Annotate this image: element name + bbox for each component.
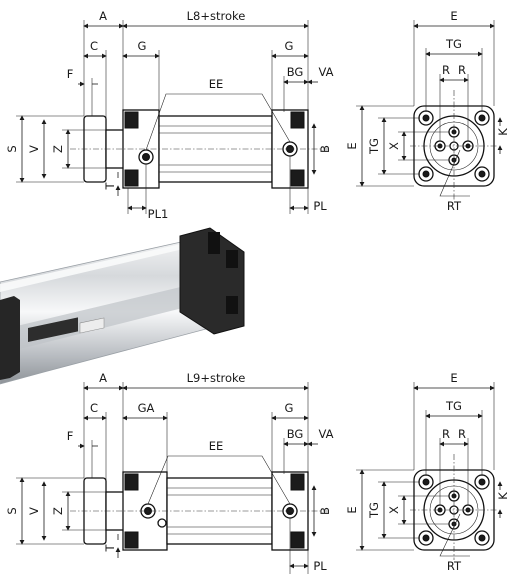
dim-f: F bbox=[67, 429, 74, 443]
dim-tg-side: TG bbox=[367, 138, 381, 155]
dim-bg: BG bbox=[287, 65, 304, 79]
dim-k: K bbox=[496, 128, 510, 136]
bottom-side-view: A L9+stroke C GA G F EE BG VA bbox=[5, 371, 334, 574]
dim-c: C bbox=[90, 39, 98, 53]
cylinder-perspective-illustration bbox=[0, 227, 245, 385]
dim-r-left: R bbox=[442, 427, 450, 441]
dim-r-left: R bbox=[442, 63, 450, 77]
dim-v: V bbox=[27, 145, 41, 153]
dim-e-top: E bbox=[450, 371, 457, 385]
tie-rod-nut bbox=[290, 169, 305, 187]
dim-e-side: E bbox=[345, 142, 359, 149]
dim-bg: BG bbox=[287, 427, 304, 441]
dim-r-right: R bbox=[458, 427, 466, 441]
dim-e-side: E bbox=[345, 506, 359, 513]
dim-pl1: PL1 bbox=[148, 207, 169, 221]
top-side-view: A L8+stroke C G G F EE BG VA bbox=[5, 9, 334, 221]
dim-rt: RT bbox=[447, 199, 462, 213]
dim-s: S bbox=[5, 507, 19, 514]
tie-rod-nut bbox=[124, 169, 139, 187]
bottom-end-view: E TG R R E TG X K RT bbox=[345, 371, 510, 573]
dim-e-top: E bbox=[450, 9, 457, 23]
dim-ga: GA bbox=[138, 401, 155, 415]
dim-a: A bbox=[99, 9, 107, 23]
dim-tg-top: TG bbox=[445, 399, 462, 413]
dim-tg-side: TG bbox=[367, 502, 381, 519]
dim-ee: EE bbox=[209, 439, 224, 453]
dim-g-left: G bbox=[138, 39, 147, 53]
tie-rod-nut bbox=[124, 473, 139, 491]
dim-va: VA bbox=[319, 427, 334, 441]
dim-t: T bbox=[103, 182, 117, 191]
dim-f: F bbox=[67, 67, 74, 81]
dim-g-right: G bbox=[285, 401, 294, 415]
dim-b: B bbox=[318, 507, 332, 515]
dim-b: B bbox=[318, 145, 332, 153]
dim-va: VA bbox=[319, 65, 334, 79]
dim-x: X bbox=[387, 142, 401, 150]
tie-rod-nut bbox=[124, 531, 139, 549]
dim-k: K bbox=[496, 492, 510, 500]
tie-rod-nut bbox=[290, 531, 305, 549]
dim-tg-top: TG bbox=[445, 37, 462, 51]
dim-c: C bbox=[90, 401, 98, 415]
dim-s: S bbox=[5, 145, 19, 152]
dim-g-right: G bbox=[285, 39, 294, 53]
dim-l9-stroke: L9+stroke bbox=[187, 371, 246, 385]
dim-z: Z bbox=[51, 145, 65, 153]
tie-rod-nut bbox=[290, 111, 305, 129]
dim-pl: PL bbox=[313, 559, 327, 573]
dim-z: Z bbox=[51, 507, 65, 515]
top-end-view: E TG R R E TG X K RT bbox=[345, 9, 510, 213]
dim-t: T bbox=[103, 544, 117, 553]
dim-pl: PL bbox=[313, 199, 327, 213]
dim-ee: EE bbox=[209, 77, 224, 91]
dim-r-right: R bbox=[458, 63, 466, 77]
dim-l8-stroke: L8+stroke bbox=[187, 9, 246, 23]
tie-rod-nut bbox=[124, 111, 139, 129]
dim-a: A bbox=[99, 371, 107, 385]
dim-x: X bbox=[387, 506, 401, 514]
dim-v: V bbox=[27, 507, 41, 515]
tie-rod-nut bbox=[290, 473, 305, 491]
dim-rt: RT bbox=[447, 559, 462, 573]
